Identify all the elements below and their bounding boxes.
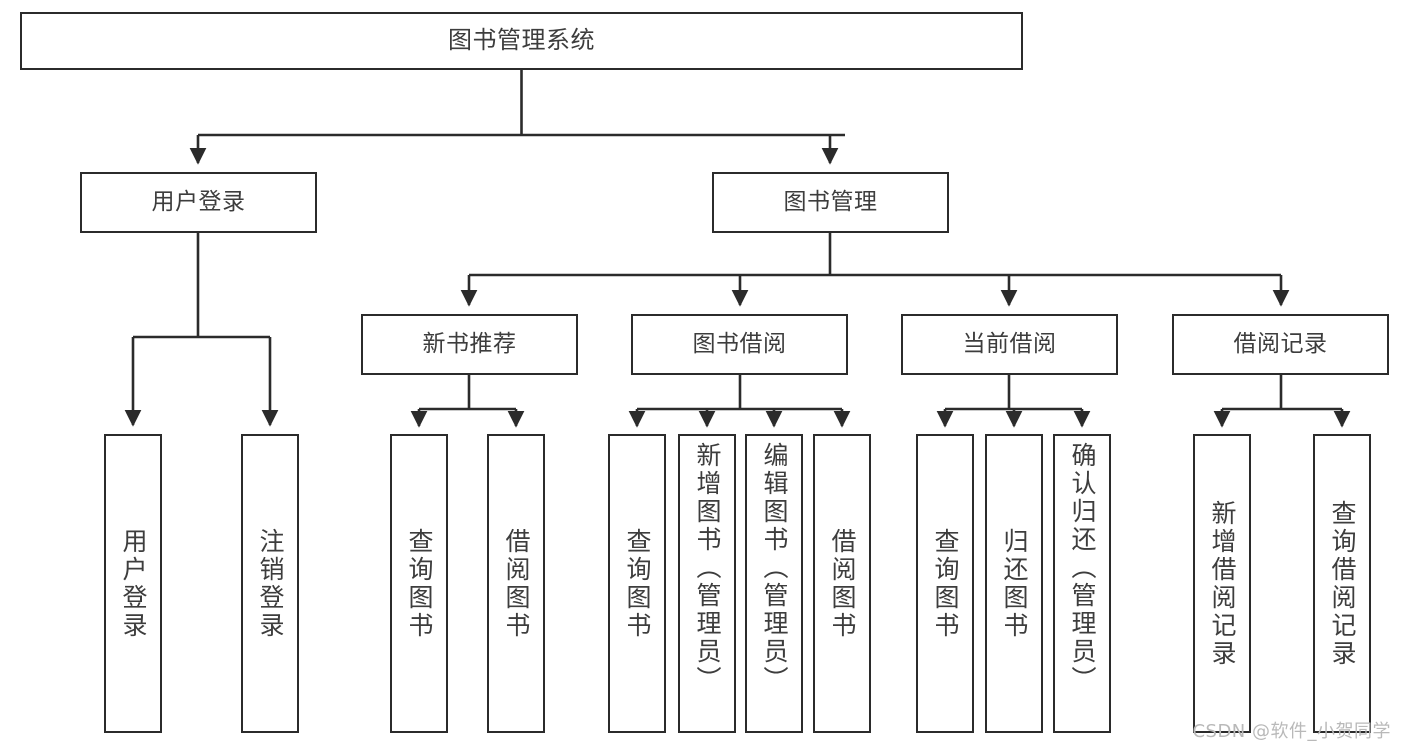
node-user-login-label: 用户登录 bbox=[151, 189, 246, 216]
watermark: CSDN @软件_小贺同学 bbox=[1192, 721, 1391, 742]
node-leaf-add-record-label: 新增借阅记录 bbox=[1208, 499, 1237, 668]
node-current-borrow[interactable]: 当前借阅 bbox=[901, 314, 1118, 375]
node-leaf-query-book-rec[interactable]: 查询图书 bbox=[390, 434, 448, 733]
node-leaf-query-book-rec-label: 查询图书 bbox=[405, 527, 434, 640]
node-leaf-user-login[interactable]: 用户登录 bbox=[104, 434, 162, 733]
node-borrow-record[interactable]: 借阅记录 bbox=[1172, 314, 1389, 375]
node-leaf-query-book-c-label: 查询图书 bbox=[931, 527, 960, 640]
node-book-borrow-label: 图书借阅 bbox=[692, 331, 787, 358]
node-leaf-logout[interactable]: 注销登录 bbox=[241, 434, 299, 733]
node-leaf-confirm-return[interactable]: 确认归还（管理员） bbox=[1053, 434, 1111, 733]
node-leaf-query-book-c[interactable]: 查询图书 bbox=[916, 434, 974, 733]
node-new-book-rec[interactable]: 新书推荐 bbox=[361, 314, 578, 375]
node-new-book-rec-label: 新书推荐 bbox=[422, 331, 517, 358]
node-borrow-record-label: 借阅记录 bbox=[1233, 331, 1328, 358]
node-leaf-logout-label: 注销登录 bbox=[256, 527, 285, 640]
node-leaf-query-record[interactable]: 查询借阅记录 bbox=[1313, 434, 1371, 733]
node-leaf-add-book-label: 新增图书（管理员） bbox=[693, 442, 722, 694]
node-leaf-return-book[interactable]: 归还图书 bbox=[985, 434, 1043, 733]
node-leaf-edit-book[interactable]: 编辑图书（管理员） bbox=[745, 434, 803, 733]
node-book-borrow[interactable]: 图书借阅 bbox=[631, 314, 848, 375]
node-user-login[interactable]: 用户登录 bbox=[80, 172, 317, 233]
node-root[interactable]: 图书管理系统 bbox=[20, 12, 1023, 70]
node-root-label: 图书管理系统 bbox=[448, 26, 595, 55]
node-leaf-borrow-book-rec[interactable]: 借阅图书 bbox=[487, 434, 545, 733]
node-leaf-borrow-book-b-label: 借阅图书 bbox=[828, 527, 857, 640]
node-current-borrow-label: 当前借阅 bbox=[962, 331, 1057, 358]
node-leaf-query-book-b-label: 查询图书 bbox=[623, 527, 652, 640]
node-leaf-confirm-return-label: 确认归还（管理员） bbox=[1068, 442, 1097, 694]
node-leaf-add-book[interactable]: 新增图书（管理员） bbox=[678, 434, 736, 733]
node-leaf-add-record[interactable]: 新增借阅记录 bbox=[1193, 434, 1251, 733]
node-leaf-edit-book-label: 编辑图书（管理员） bbox=[760, 442, 789, 694]
node-leaf-borrow-book-rec-label: 借阅图书 bbox=[502, 527, 531, 640]
node-leaf-query-record-label: 查询借阅记录 bbox=[1328, 499, 1357, 668]
node-leaf-query-book-b[interactable]: 查询图书 bbox=[608, 434, 666, 733]
node-leaf-borrow-book-b[interactable]: 借阅图书 bbox=[813, 434, 871, 733]
node-book-manage-label: 图书管理 bbox=[783, 189, 878, 216]
node-leaf-user-login-label: 用户登录 bbox=[119, 527, 148, 640]
node-leaf-return-book-label: 归还图书 bbox=[1000, 527, 1029, 640]
node-book-manage[interactable]: 图书管理 bbox=[712, 172, 949, 233]
